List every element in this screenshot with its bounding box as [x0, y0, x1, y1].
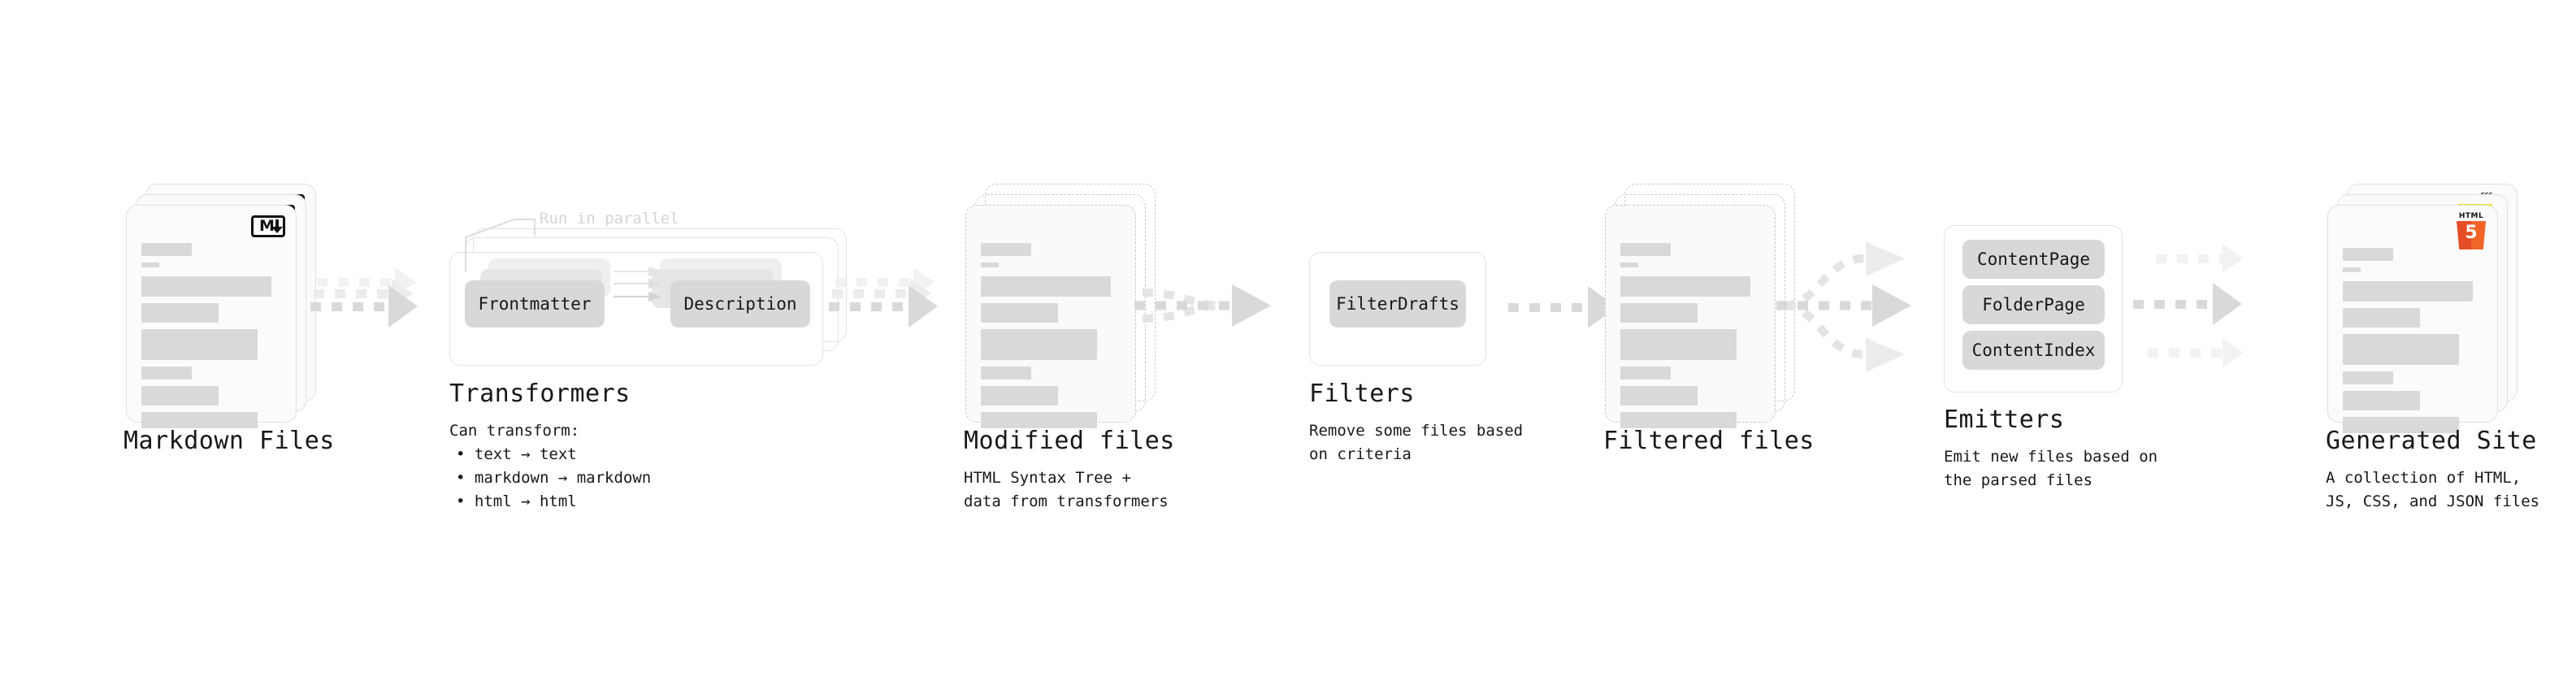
- transformer-chip-frontmatter[interactable]: Frontmatter: [465, 280, 605, 327]
- transformer-inner-arrows: [614, 266, 661, 302]
- emitters-desc: Emit new files based on the parsed files: [1944, 448, 2158, 489]
- generated-site-stack: CSS HTML 5: [2327, 184, 2517, 433]
- emitter-chip-folderpage[interactable]: FolderPage: [1962, 285, 2105, 324]
- emitter-chip-contentpage[interactable]: ContentPage: [1962, 240, 2105, 279]
- file-card-front: M: [126, 205, 297, 428]
- file-content-placeholder: [141, 243, 284, 435]
- filtered-files-stack: [1605, 184, 1795, 428]
- markdown-icon-letter: M: [259, 217, 275, 235]
- bullet-glyph: •: [456, 492, 466, 510]
- transformers-bullets: • text → text • markdown → markdown • ht…: [456, 443, 651, 514]
- stage-title-modified-files: Modified files: [964, 427, 1175, 455]
- filter-chip-filterdrafts[interactable]: FilterDrafts: [1329, 280, 1466, 327]
- run-in-parallel-bracket: [465, 219, 536, 272]
- modified-files-stack: [965, 184, 1156, 428]
- markdown-files-stack: M M M: [126, 184, 316, 428]
- modified-files-desc: HTML Syntax Tree + data from transformer…: [964, 469, 1169, 510]
- emitter-chip-contentindex[interactable]: ContentIndex: [1962, 331, 2105, 370]
- stage-title-filtered-files: Filtered files: [1603, 427, 1815, 455]
- generated-site-desc: A collection of HTML, JS, CSS, and JSON …: [2326, 469, 2540, 510]
- arrow-modified-to-filters: [1134, 284, 1271, 327]
- emitter-chip-label: FolderPage: [1982, 295, 2085, 314]
- transformers-desc: Can transform:: [449, 422, 580, 440]
- filters-desc: Remove some files based on criteria: [1309, 422, 1524, 463]
- arrow-filtered-to-emitters: [1776, 242, 1911, 372]
- file-card-front: [965, 205, 1136, 428]
- stage-title-markdown-files: Markdown Files: [124, 427, 335, 455]
- arrow-transformers-to-modified: [829, 267, 959, 341]
- stage-title-emitters: Emitters: [1944, 406, 2065, 434]
- bullet-glyph: •: [456, 469, 466, 487]
- html5-icon-number: 5: [2465, 223, 2478, 243]
- markdown-icon: M: [251, 215, 285, 237]
- bullet-glyph: •: [456, 445, 466, 463]
- filter-chip-label: FilterDrafts: [1336, 294, 1459, 314]
- transformer-chip-label: Description: [683, 294, 797, 314]
- emitter-chip-label: ContentIndex: [1971, 340, 2096, 360]
- file-card-front: HTML 5: [2327, 205, 2498, 433]
- file-card-front: [1605, 205, 1776, 428]
- arrow-markdown-to-transformers: [310, 267, 432, 341]
- stage-title-transformers: Transformers: [449, 380, 631, 408]
- file-content-placeholder: [1620, 243, 1763, 435]
- transformer-chip-description[interactable]: Description: [670, 280, 810, 327]
- transformer-chip-label: Frontmatter: [478, 294, 592, 314]
- arrow-emitters-to-site: [2133, 236, 2312, 390]
- transformers-bullet-1: markdown → markdown: [474, 469, 652, 487]
- file-content-placeholder: [2343, 248, 2486, 440]
- html5-icon-label: HTML: [2458, 212, 2484, 220]
- emitter-chip-label: ContentPage: [1976, 249, 2091, 269]
- html5-icon: HTML 5: [2455, 212, 2487, 249]
- file-content-placeholder: [981, 243, 1124, 435]
- transformers-bullet-2: html → html: [474, 492, 577, 510]
- run-in-parallel-label: Run in parallel: [540, 210, 679, 228]
- stage-title-filters: Filters: [1309, 380, 1415, 408]
- stage-title-generated-site: Generated Site: [2326, 427, 2537, 455]
- transformers-bullet-0: text → text: [474, 445, 577, 463]
